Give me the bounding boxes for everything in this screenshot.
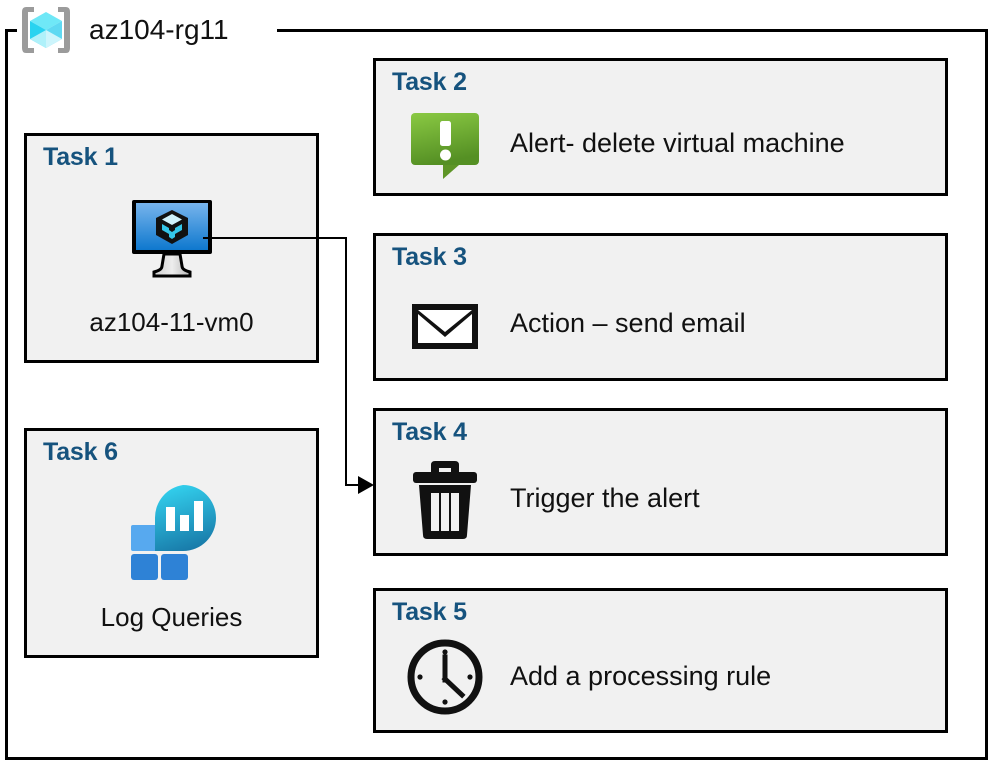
card-task6[interactable]: Task 6 Log Queri xyxy=(24,428,319,658)
card-task1-title: Task 1 xyxy=(43,143,118,171)
connector-segment-vertical xyxy=(345,237,347,485)
resource-group-header: az104-rg11 xyxy=(17,2,237,58)
card-task4-title: Task 4 xyxy=(392,418,467,446)
card-task4-label: Trigger the alert xyxy=(510,482,700,513)
azure-resource-group-icon xyxy=(17,4,75,56)
envelope-icon xyxy=(406,284,484,362)
card-task4-body: Trigger the alert xyxy=(406,447,935,549)
resource-group-frame-top-left xyxy=(5,29,19,32)
connector-segment-horizontal-top xyxy=(203,237,347,239)
card-task6-label: Log Queries xyxy=(100,602,243,632)
card-task2-title: Task 2 xyxy=(392,68,467,96)
alert-bubble-icon xyxy=(406,104,484,182)
card-task3[interactable]: Task 3 Action – send email xyxy=(373,233,948,381)
card-task2-label: Alert- delete virtual machine xyxy=(510,127,845,158)
card-task5[interactable]: Task 5 Add a processing rule xyxy=(373,588,948,733)
card-task4[interactable]: Task 4 Trigger the alert xyxy=(373,408,948,556)
resource-group-frame xyxy=(5,29,988,760)
card-task2-body: Alert- delete virtual machine xyxy=(406,97,935,189)
card-task3-title: Task 3 xyxy=(392,243,467,271)
virtual-machine-icon xyxy=(27,188,316,284)
trash-can-icon xyxy=(406,459,484,539)
card-task2[interactable]: Task 2 Alert- delete virtual machin xyxy=(373,58,948,196)
connector-arrowhead-icon xyxy=(358,476,374,494)
card-task3-label: Action – send email xyxy=(510,307,746,338)
card-task6-title: Task 6 xyxy=(43,438,118,466)
card-task5-title: Task 5 xyxy=(392,598,467,626)
card-task3-body: Action – send email xyxy=(406,272,935,374)
card-task1[interactable]: Task 1 xyxy=(24,133,319,363)
resource-group-name: az104-rg11 xyxy=(89,14,229,45)
card-task5-label: Add a processing rule xyxy=(510,661,772,691)
clock-icon xyxy=(406,638,484,716)
card-task5-body: Add a processing rule xyxy=(406,627,935,726)
log-analytics-icon xyxy=(27,483,316,580)
resource-group-frame-top-right xyxy=(277,29,988,32)
card-task1-label: az104-11-vm0 xyxy=(89,307,254,337)
